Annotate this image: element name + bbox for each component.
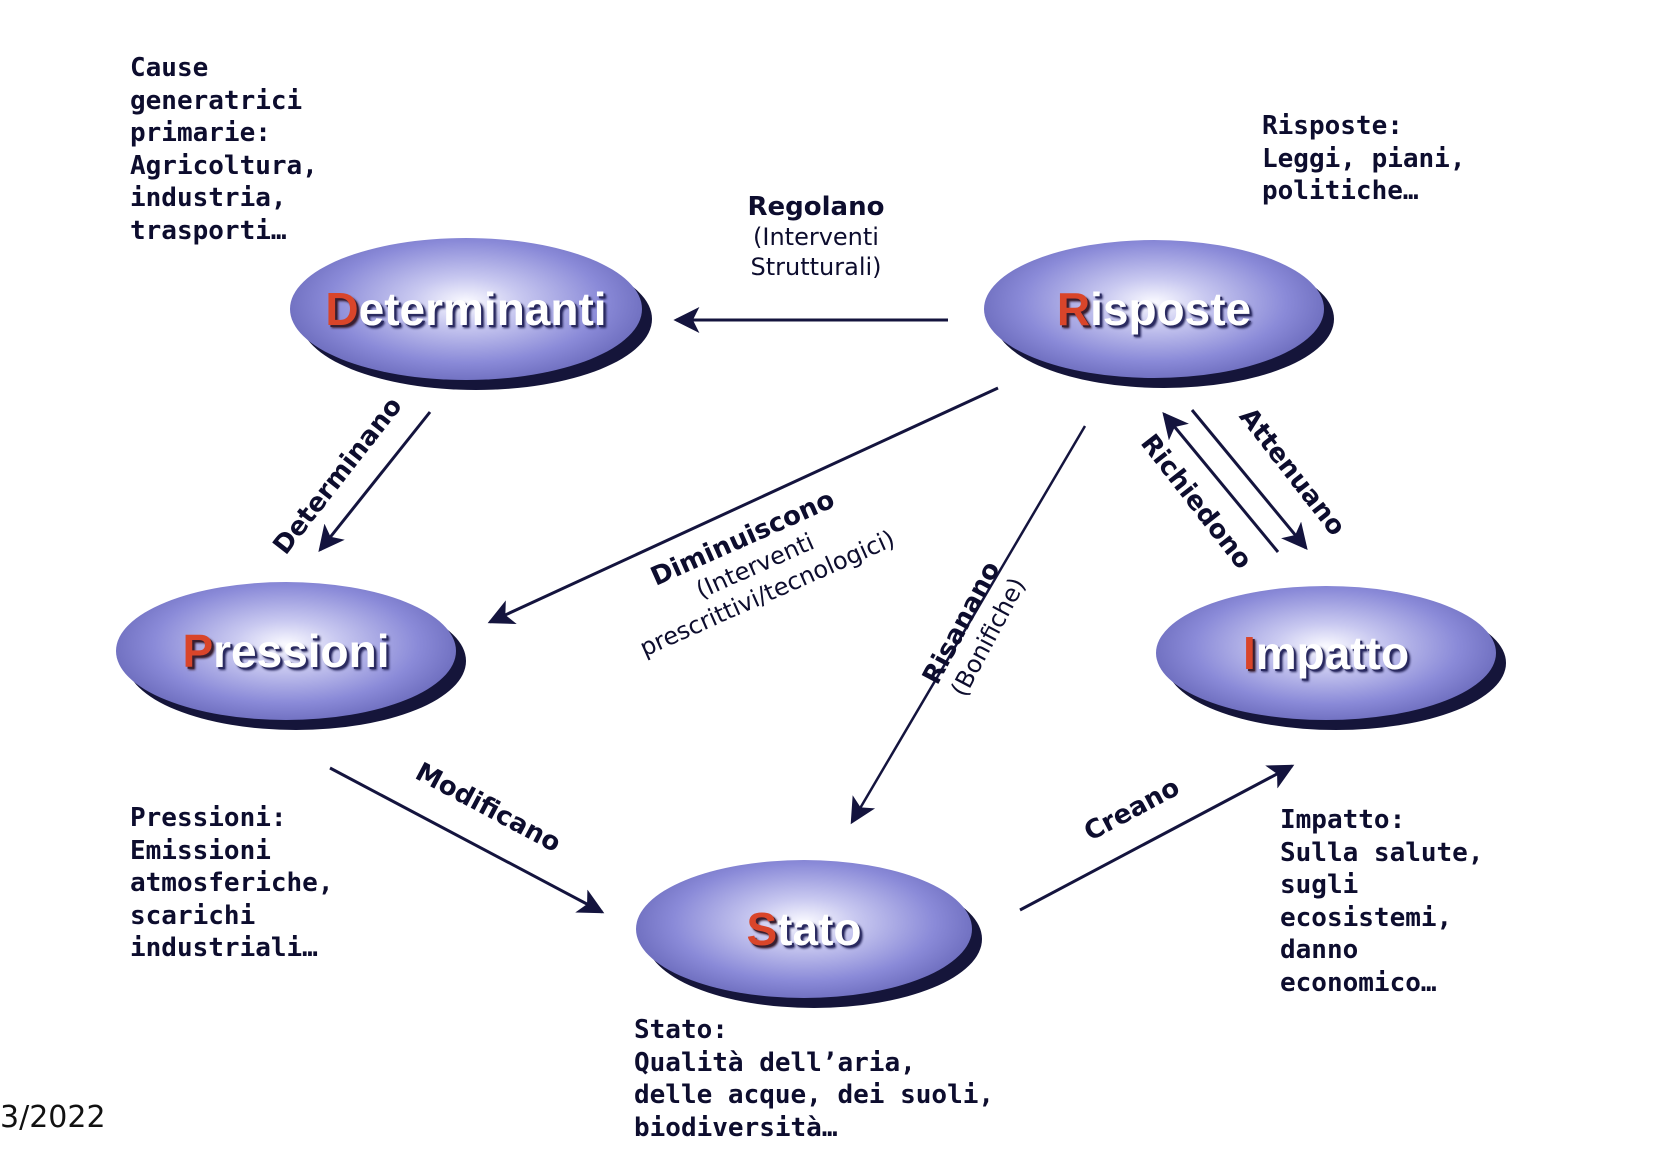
note-line: Sulla salute, [1280,837,1484,868]
note-pressioni: Pressioni: Emissioni atmosferiche, scari… [130,802,334,965]
note-stato: Stato: Qualità dell’aria, delle acque, d… [634,1014,994,1144]
note-line: Risposte: [1262,111,1403,141]
footer-date: 3/2022 [0,1100,106,1135]
note-line: generatrici [130,85,303,116]
note-line: ecosistemi, [1280,902,1453,933]
arrow-creano [1019,764,1295,912]
edge-label-regolano: Regolano (Interventi Strutturali) [748,192,885,282]
note-line: Stato: [634,1015,728,1045]
arrow-attenuano [1190,409,1308,551]
note-line: industria, [130,183,287,213]
arrow-determinano [318,411,432,553]
note-line: atmosferiche, [130,868,334,898]
note-impatto: Impatto: Sulla salute, sugli ecosistemi,… [1280,804,1484,999]
note-line: Leggi, piani, [1262,143,1466,174]
note-line: Impatto: [1280,805,1406,835]
edge-verb: Regolano [747,192,885,222]
note-line: trasporti… [130,215,287,246]
note-determinanti: Cause generatrici primarie: Agricoltura,… [130,52,318,247]
note-risposte: Risposte: Leggi, piani, politiche… [1262,110,1466,208]
note-line: Agricoltura, [130,150,318,181]
arrow-richiedono [1162,411,1280,553]
note-line: Qualità dell’aria, [634,1047,916,1078]
note-line: economico… [1280,967,1437,998]
note-line: Emissioni [130,835,271,866]
edge-sub: Strutturali) [750,253,882,281]
note-line: scarichi [130,900,256,931]
edge-sub: (Interventi [753,223,879,251]
arrow-risanano [850,425,1087,825]
note-line: Cause [130,53,209,83]
note-line: industriali… [130,933,318,963]
note-line: politiche… [1262,176,1419,206]
note-line: biodiversità… [634,1112,838,1143]
note-line: danno [1280,935,1359,965]
note-line: sugli [1280,870,1359,900]
note-line: primarie: [130,118,271,148]
note-line: delle acque, dei suoli, [634,1080,995,1110]
arrow-diminuiscono [487,386,999,625]
arrow-modificano [329,766,605,914]
note-line: Pressioni: [130,803,287,833]
